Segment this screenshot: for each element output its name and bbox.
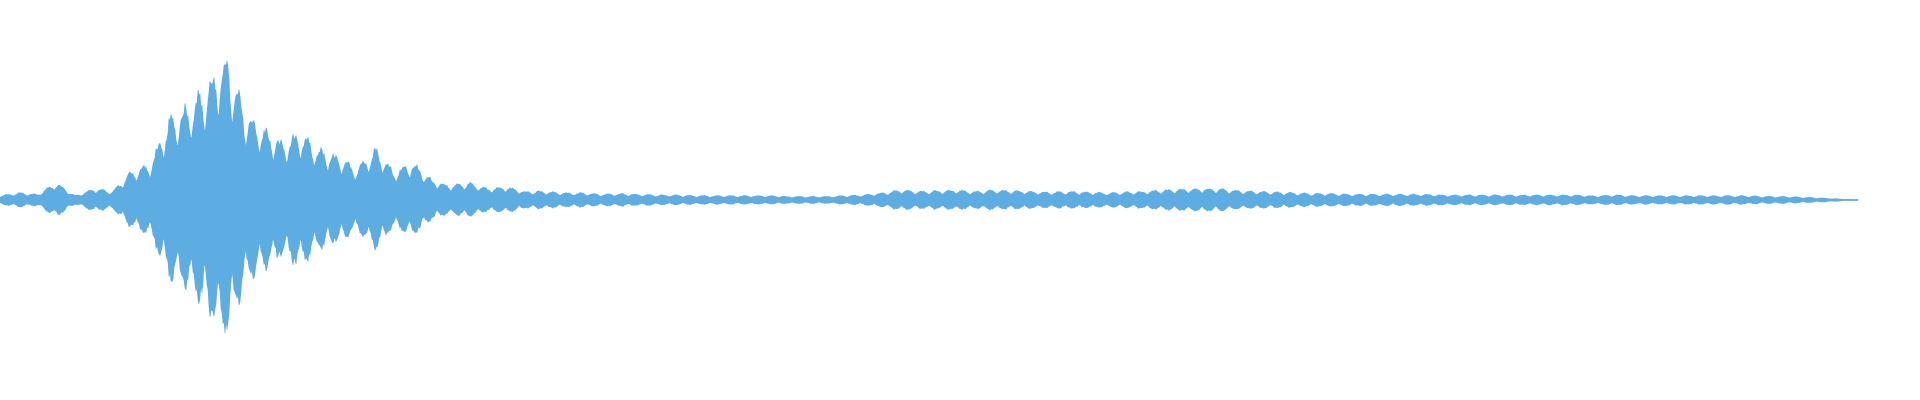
waveform-fill	[0, 60, 1859, 334]
waveform-group	[0, 60, 1859, 334]
